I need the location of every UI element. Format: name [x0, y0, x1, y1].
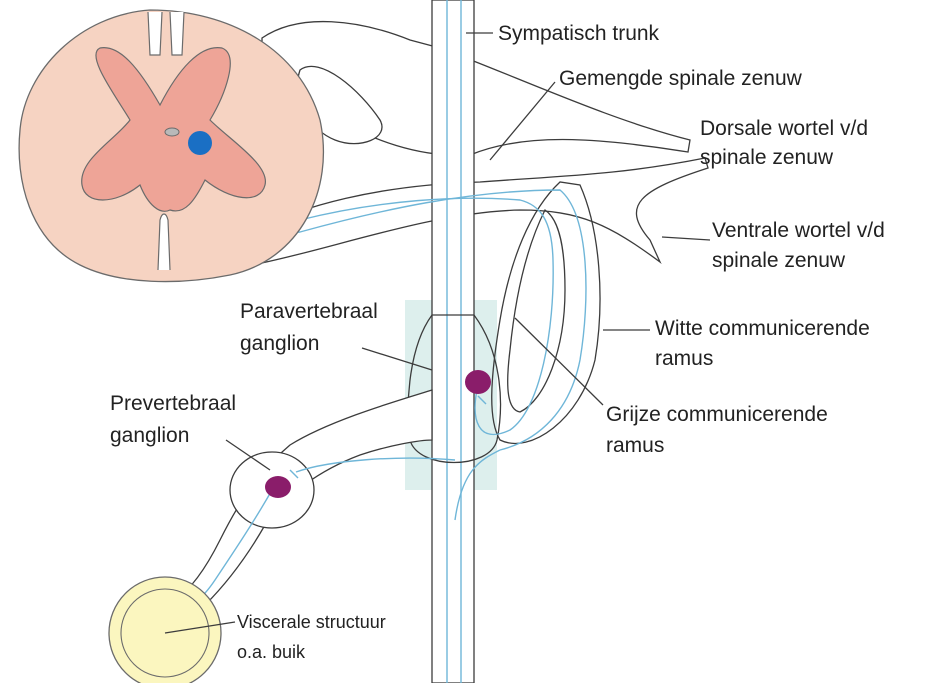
- label-grey-ramus-line1: Grijze communicerende: [606, 403, 828, 426]
- paravertebral-ganglion-cell: [465, 370, 491, 394]
- label-sympathetic-trunk: Sympatisch trunk: [498, 22, 660, 45]
- label-dorsal-root-line1: Dorsale wortel v/d: [700, 117, 868, 140]
- prevertebral-ganglion-cell: [265, 476, 291, 498]
- label-paravertebral-line2: ganglion: [240, 332, 319, 355]
- central-canal: [165, 128, 179, 136]
- label-white-ramus-line2: ramus: [655, 347, 713, 370]
- label-prevertebral-line2: ganglion: [110, 424, 189, 447]
- label-dorsal-root-line2: spinale zenuw: [700, 146, 834, 169]
- visceral-structure-outer: [109, 577, 221, 683]
- label-visceral-line2: o.a. buik: [237, 642, 306, 662]
- preganglionic-neuron-cell-body: [188, 131, 212, 155]
- anterior-median-fissure: [158, 214, 170, 270]
- label-visceral-line1: Viscerale structuur: [237, 612, 386, 632]
- label-mixed-spinal-nerve: Gemengde spinale zenuw: [559, 67, 803, 90]
- label-ventral-root-line2: spinale zenuw: [712, 249, 846, 272]
- leader-ventral-root: [662, 237, 710, 240]
- label-prevertebral-line1: Prevertebraal: [110, 392, 236, 415]
- label-ventral-root-line1: Ventrale wortel v/d: [712, 219, 885, 242]
- label-white-ramus-line1: Witte communicerende: [655, 317, 870, 340]
- label-paravertebral-line1: Paravertebraal: [240, 300, 378, 323]
- label-grey-ramus-line2: ramus: [606, 434, 664, 457]
